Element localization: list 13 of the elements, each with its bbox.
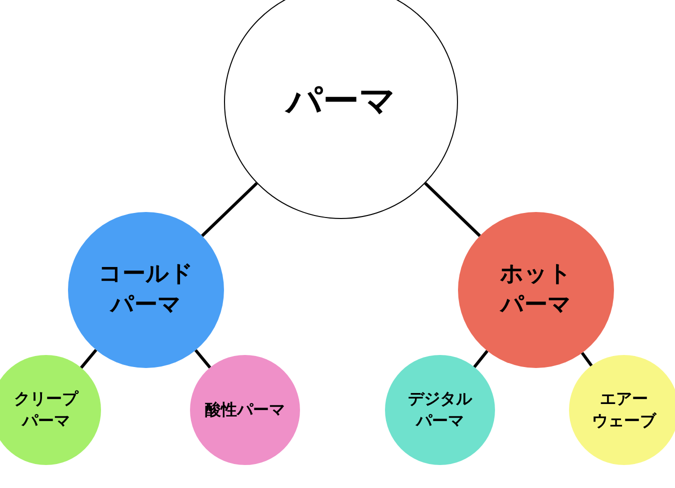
node-label: エアーウェーブ <box>592 388 656 432</box>
connector-line <box>80 348 98 369</box>
connector-line <box>201 182 258 237</box>
node-label: デジタルパーマ <box>408 388 472 432</box>
connector-line <box>473 350 488 368</box>
node-label: パーマ <box>286 80 396 124</box>
node-label: クリープパーマ <box>14 388 78 432</box>
connector-line <box>194 349 212 369</box>
node-label: コールドパーマ <box>98 260 194 320</box>
connector-line <box>580 352 593 367</box>
node-label: ホットパーマ <box>500 260 572 320</box>
connector-line <box>424 182 481 237</box>
node-label: 酸性パーマ <box>205 399 285 421</box>
